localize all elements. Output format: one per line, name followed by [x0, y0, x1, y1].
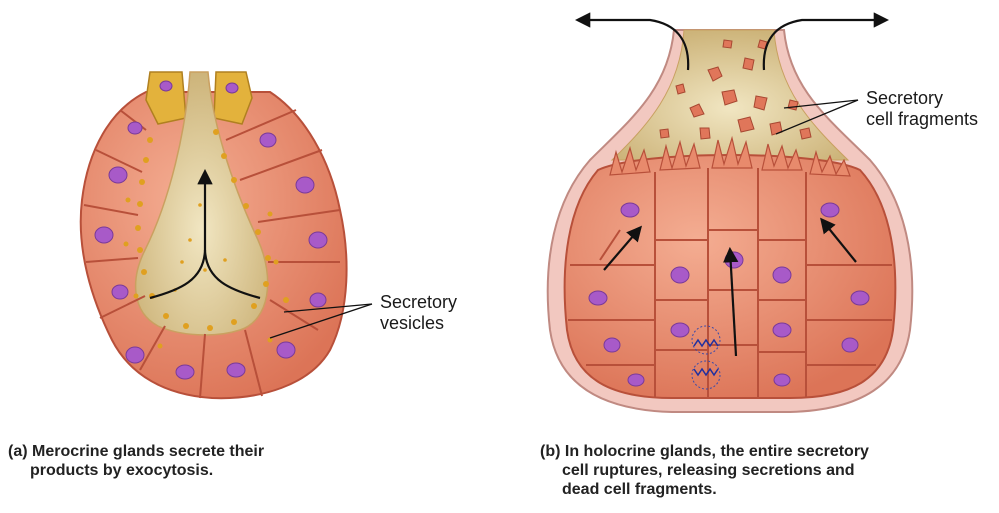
caption-b: (b) In holocrine glands, the entire secr…: [540, 442, 990, 499]
merocrine-gland: [81, 72, 372, 398]
holocrine-gland: [548, 20, 913, 412]
vesicles-label-line-2: vesicles: [380, 313, 457, 334]
caption-a-line-1: (a) Merocrine glands secrete their: [8, 443, 264, 460]
caption-b-line-3: dead cell fragments.: [540, 480, 990, 499]
vesicles-label-line-1: Secretory: [380, 292, 457, 313]
secretory-cell-fragments-label: Secretory cell fragments: [866, 88, 978, 130]
holocrine-cell-mass: [565, 155, 896, 398]
caption-b-line-1: (b) In holocrine glands, the entire secr…: [540, 443, 869, 460]
caption-b-line-2: cell ruptures, releasing secretions and: [540, 461, 990, 480]
caption-a: (a) Merocrine glands secrete their produ…: [8, 442, 408, 480]
secretory-vesicles-label: Secretory vesicles: [380, 292, 457, 334]
fragments-label-line-2: cell fragments: [866, 109, 978, 130]
fragments-label-line-1: Secretory: [866, 88, 978, 109]
caption-a-line-2: products by exocytosis.: [8, 461, 408, 480]
